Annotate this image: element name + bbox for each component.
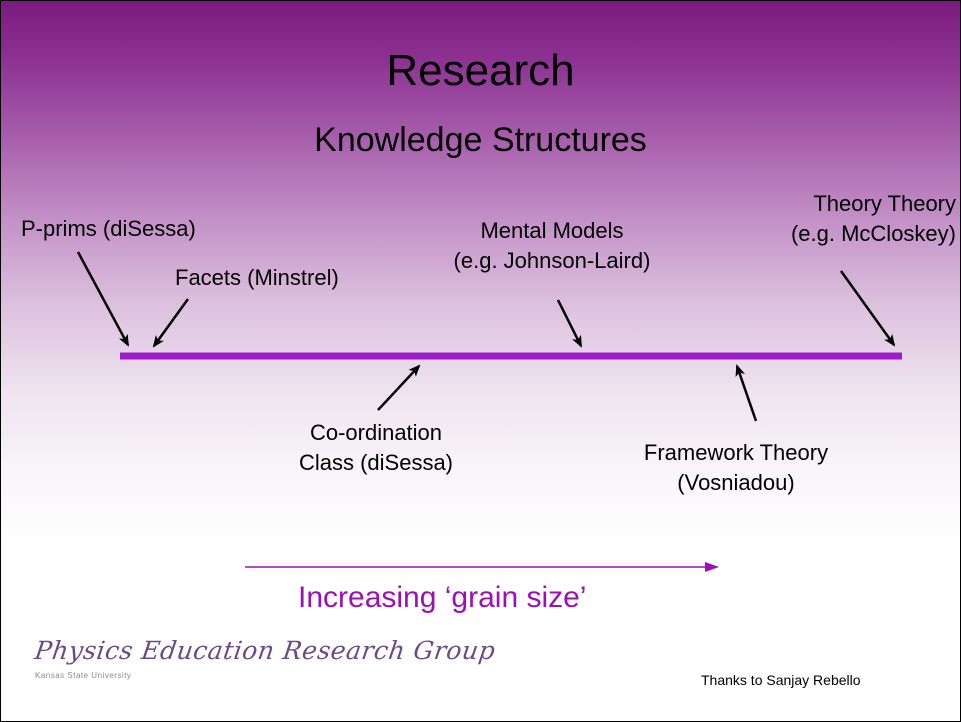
mental-models-line-2: (e.g. Johnson-Laird) [453, 248, 651, 273]
coordination-line-2: Class (diSessa) [298, 450, 454, 475]
framework-theory-arrow [735, 364, 758, 422]
mental-models-line-1: Mental Models [480, 218, 624, 243]
p-prims-arrow [76, 251, 130, 347]
slide-title: Research [386, 46, 575, 95]
facets-arrow [152, 298, 190, 348]
p-prims-label: P-prims (diSessa) [21, 216, 196, 241]
theory-theory-arrow [839, 270, 896, 347]
coordination-line-1: Co-ordination [309, 420, 443, 445]
mental-models-label: Mental Models (e.g. Johnson-Laird) [417, 216, 687, 276]
group-logo: Physics Education Research Group Kansas … [32, 636, 498, 680]
facets-label: Facets (Minstrel) [175, 265, 339, 290]
group-logo-text: Physics Education Research Group [32, 636, 498, 665]
group-logo-subtext: Kansas State University [35, 671, 132, 680]
mental-models-arrow [556, 299, 583, 348]
credit-text: Thanks to Sanjay Rebello [701, 672, 861, 688]
framework-theory-label: Framework Theory (Vosniadou) [611, 438, 861, 498]
coordination-class-label: Co-ordination Class (diSessa) [271, 418, 481, 478]
coordination-class-arrow [377, 364, 421, 411]
theory-theory-line-1: Theory Theory [813, 191, 956, 216]
theory-theory-line-2: (e.g. McCloskey) [790, 221, 956, 246]
grain-size-label: Increasing ‘grain size’ [298, 581, 587, 614]
framework-line-2: (Vosniadou) [677, 470, 795, 495]
slide-subtitle: Knowledge Structures [314, 121, 647, 159]
framework-line-1: Framework Theory [643, 440, 829, 465]
theory-theory-label: Theory Theory (e.g. McCloskey) [791, 189, 956, 249]
